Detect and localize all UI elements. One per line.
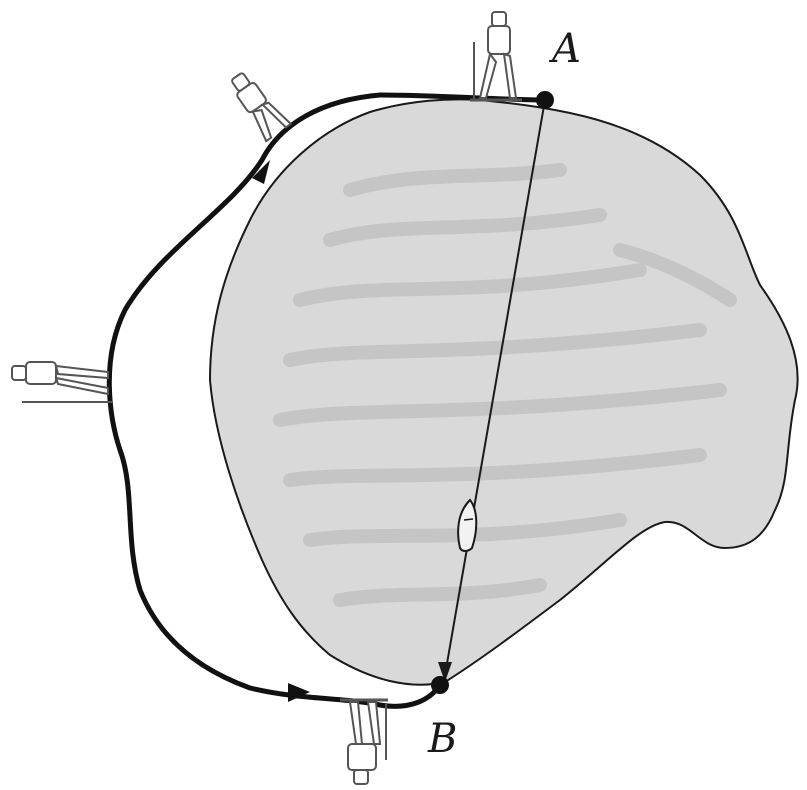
point-b-marker (431, 676, 449, 694)
hiker-icon (470, 12, 522, 100)
hiker-icon (226, 67, 291, 142)
point-a-marker (536, 91, 554, 109)
hiker-icon (340, 700, 388, 784)
point-b-label: B (427, 716, 457, 762)
point-a-label: A (548, 26, 581, 72)
hiker-icon (12, 362, 112, 402)
